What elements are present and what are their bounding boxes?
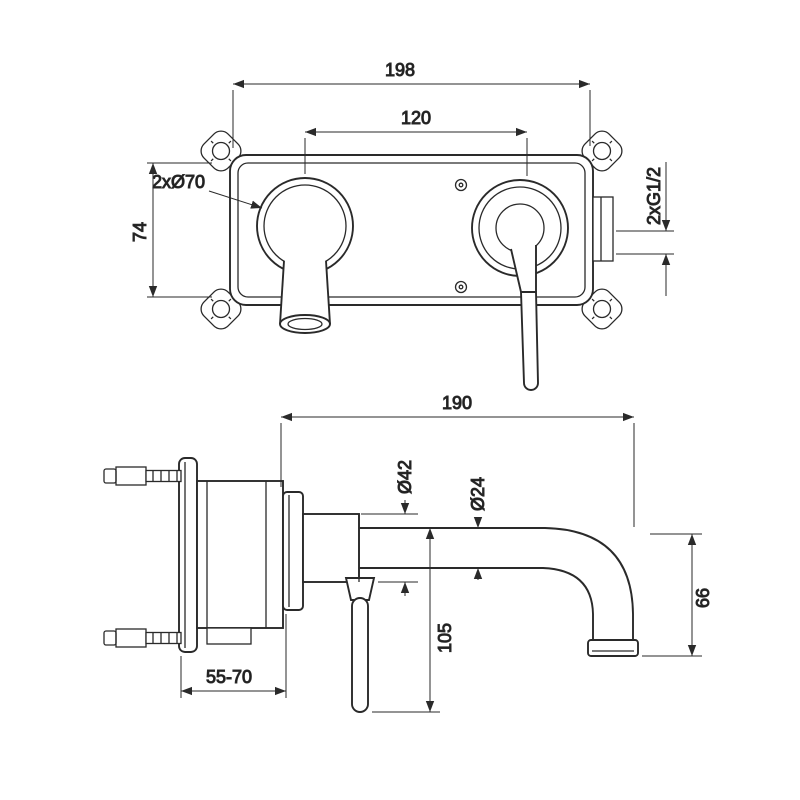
dim-body-diameter: Ø42 [361, 459, 418, 596]
mounting-ear-top-left [200, 130, 242, 172]
thread-connection-block [592, 196, 614, 262]
aerator-outlet [587, 639, 639, 657]
mounting-screw-top [103, 466, 182, 486]
valve-port-circle [471, 179, 569, 391]
dim-mounting-height: 74 [130, 162, 212, 298]
dim-g12-label: 2xG1/2 [644, 167, 664, 225]
dim-spout-diameter: Ø24 [468, 476, 489, 580]
concealed-valve-body [196, 480, 284, 645]
spout-tube [358, 514, 639, 657]
dim-105-label: 105 [435, 623, 455, 653]
dim-port-spacing: 120 [304, 108, 528, 176]
dim-70-label: 2xØ70 [152, 172, 205, 192]
mounting-screw-bottom [103, 628, 182, 648]
dim-5570-label: 55-70 [206, 667, 252, 687]
handle-lever [344, 577, 376, 713]
dim-wall-depth: 55-70 [180, 614, 287, 698]
mounting-box-inner-outline [237, 162, 586, 298]
spout-port-circle [256, 177, 354, 334]
dim-spout-drop: 66 [642, 533, 714, 657]
mixer-body-cylinder [302, 513, 360, 583]
mounting-ear-bottom-right [581, 288, 623, 330]
dim-66-label: 66 [693, 588, 713, 608]
escutcheon-plate [282, 491, 304, 611]
fixing-hole-bottom [454, 280, 468, 294]
top-view-mounting-box: 198 120 2xØ70 74 2xG1/2 [130, 60, 674, 391]
dim-hole-diameter: 2xØ70 [152, 172, 263, 209]
dim-overall-width: 198 [232, 60, 591, 148]
dim-74-label: 74 [130, 222, 150, 242]
dim-190-label: 190 [442, 393, 472, 413]
dim-24-label: Ø24 [468, 477, 488, 511]
fixing-hole-top [454, 178, 468, 192]
dim-120-label: 120 [401, 108, 431, 128]
side-view-installed-mixer: 190 Ø42 Ø24 105 66 [103, 393, 714, 713]
wall-plate [178, 457, 198, 653]
dim-198-label: 198 [385, 60, 415, 80]
dim-spout-reach: 190 [280, 393, 635, 527]
dim-42-label: Ø42 [395, 460, 415, 494]
dim-handle-length: 105 [372, 528, 456, 713]
lever-handle-rod [520, 291, 539, 391]
dim-thread-size: 2xG1/2 [616, 162, 674, 296]
